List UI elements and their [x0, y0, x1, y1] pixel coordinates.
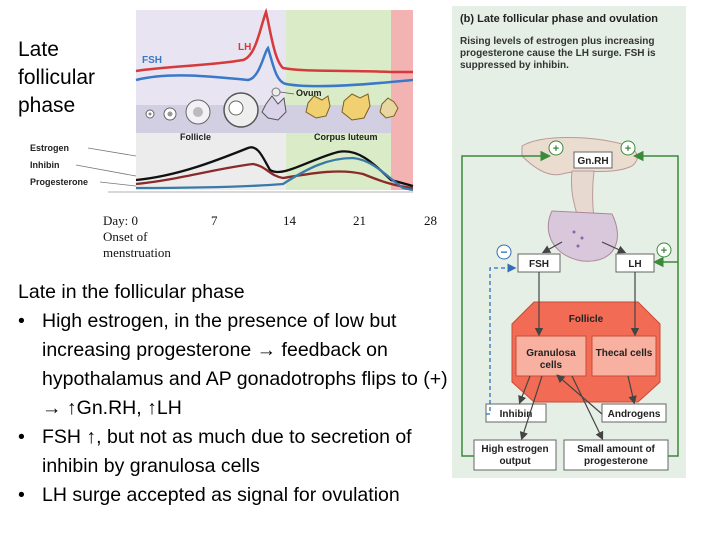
- lh-curve: [135, 8, 413, 74]
- fsh-curve: [135, 45, 414, 88]
- day-14-label: 14: [283, 213, 296, 228]
- day-21-label: 21: [353, 213, 366, 228]
- estrogen-curve: [135, 146, 414, 188]
- day-0-value: Day: 0: [103, 213, 139, 228]
- notes-heading: Late in the follicular phase: [18, 281, 245, 303]
- follicle-box-label: Follicle: [569, 314, 604, 325]
- inhibin-box-label: Inhibin: [500, 409, 533, 420]
- feedback-panel: Gn.RH + + + − FSH LH Follicle Inhibin An…: [452, 6, 686, 478]
- minus-fsh: −: [500, 245, 507, 259]
- corpus-luteum-2: [341, 93, 371, 121]
- plus-gnrh-right-circle: [620, 140, 636, 156]
- estrogen-output-label: High estrogen output: [481, 444, 549, 467]
- ovum-label: Ovum: [296, 88, 322, 98]
- follicle-stage-1-core: [148, 112, 152, 116]
- progesterone-pointer: [99, 181, 137, 187]
- follicle-stage-2-core: [167, 111, 173, 117]
- arrow-pituitary-lh: [601, 241, 627, 254]
- day-0-label: Day: 0 Onset of menstruation: [103, 213, 193, 261]
- arrow-granulosa-inhibin: [518, 375, 531, 405]
- arrow-granulosa-estrogen: [519, 375, 543, 441]
- arrow-androgens-granulosa: [556, 374, 603, 415]
- pituitary-dot-3: [576, 244, 580, 248]
- follicle-stage-4-core: [228, 100, 244, 116]
- gnrh-label: Gn.RH: [577, 156, 608, 167]
- granulosa-box: [515, 335, 587, 377]
- fsh-box-label: FSH: [529, 259, 549, 270]
- panel-description: Rising levels of estrogen plus increasin…: [460, 36, 656, 71]
- granulosa-label: Granulosa cells: [526, 348, 576, 371]
- inhibin-pointer: [75, 164, 137, 177]
- plus-lh: +: [661, 245, 667, 257]
- fsh-label: FSH: [142, 55, 162, 66]
- follicle-label: Follicle: [180, 132, 211, 142]
- corpus-luteum-3: [379, 97, 399, 119]
- estrogen-output-box: [473, 439, 557, 471]
- inhibin-label: Inhibin: [30, 160, 60, 170]
- pituitary-dot-1: [572, 230, 576, 234]
- progesterone-curve: [135, 156, 414, 192]
- thecal-label: Thecal cells: [595, 348, 653, 359]
- estrogen-label: Estrogen: [30, 143, 69, 153]
- progesterone-label: Progesterone: [30, 177, 88, 187]
- cycle-figure: FSH LH Ovum Follicle Corpus luteum Estro…: [30, 8, 414, 193]
- lh-label: LH: [238, 42, 251, 53]
- feedback-diagram: Gn.RH + + + − FSH LH Follicle Inhibin An…: [461, 137, 679, 471]
- day-7-label: 7: [211, 213, 218, 228]
- minus-fsh-circle: [496, 244, 512, 260]
- ruptured-follicle: [261, 95, 287, 121]
- page-title: Late follicular phase: [18, 38, 96, 117]
- progesterone-output-box: [563, 439, 669, 471]
- note-item-fsh-inhibin: FSH ↑, but not as much due to secretion …: [18, 423, 450, 481]
- thecal-box: [591, 335, 657, 377]
- panel-heading: (b) Late follicular phase and ovulation: [460, 13, 659, 25]
- ovum: [271, 87, 281, 97]
- pituitary-stalk: [571, 170, 595, 219]
- inhibin-curve: [135, 162, 414, 190]
- arrow-granulosa-progesterone: [571, 375, 604, 441]
- inhibin-feedback-loop: [486, 263, 517, 415]
- note-item-lh-surge: LH surge accepted as signal for ovulatio…: [18, 481, 450, 510]
- notes-list: High estrogen, in the presence of low bu…: [18, 307, 450, 510]
- follicle-stage-3-core: [193, 107, 203, 117]
- note-item-estrogen-feedback: High estrogen, in the presence of low bu…: [18, 307, 450, 423]
- progesterone-feedback-loop: [633, 150, 679, 457]
- estrogen-pointer: [87, 147, 137, 157]
- ovum-pointer: [279, 91, 295, 95]
- androgens-box-label: Androgens: [608, 409, 661, 420]
- onset-label: Onset of menstruation: [103, 229, 171, 260]
- corpus-luteum-1: [305, 95, 331, 119]
- arrow-thecal-androgens: [627, 375, 637, 405]
- menstruation-band: [391, 10, 413, 190]
- progesterone-output-label: Small amount of progesterone: [577, 444, 655, 467]
- plus-gnrh-left: +: [553, 143, 559, 155]
- estrogen-feedback-loop: [461, 150, 551, 457]
- plus-gnrh-left-circle: [548, 140, 564, 156]
- day-28-label: 28: [424, 213, 437, 228]
- lh-box-label: LH: [628, 259, 641, 270]
- arrow-pituitary-fsh: [541, 241, 563, 254]
- plus-lh-circle: [656, 242, 672, 258]
- anterior-pituitary: [547, 210, 618, 262]
- corpus-luteum-label: Corpus luteum: [314, 132, 378, 142]
- plus-gnrh-right: +: [625, 143, 631, 155]
- notes-block: Late in the follicular phase High estrog…: [18, 278, 450, 510]
- pituitary-dot-2: [580, 236, 584, 240]
- gnrh-box: [573, 151, 613, 169]
- ovulation-band: [286, 10, 391, 190]
